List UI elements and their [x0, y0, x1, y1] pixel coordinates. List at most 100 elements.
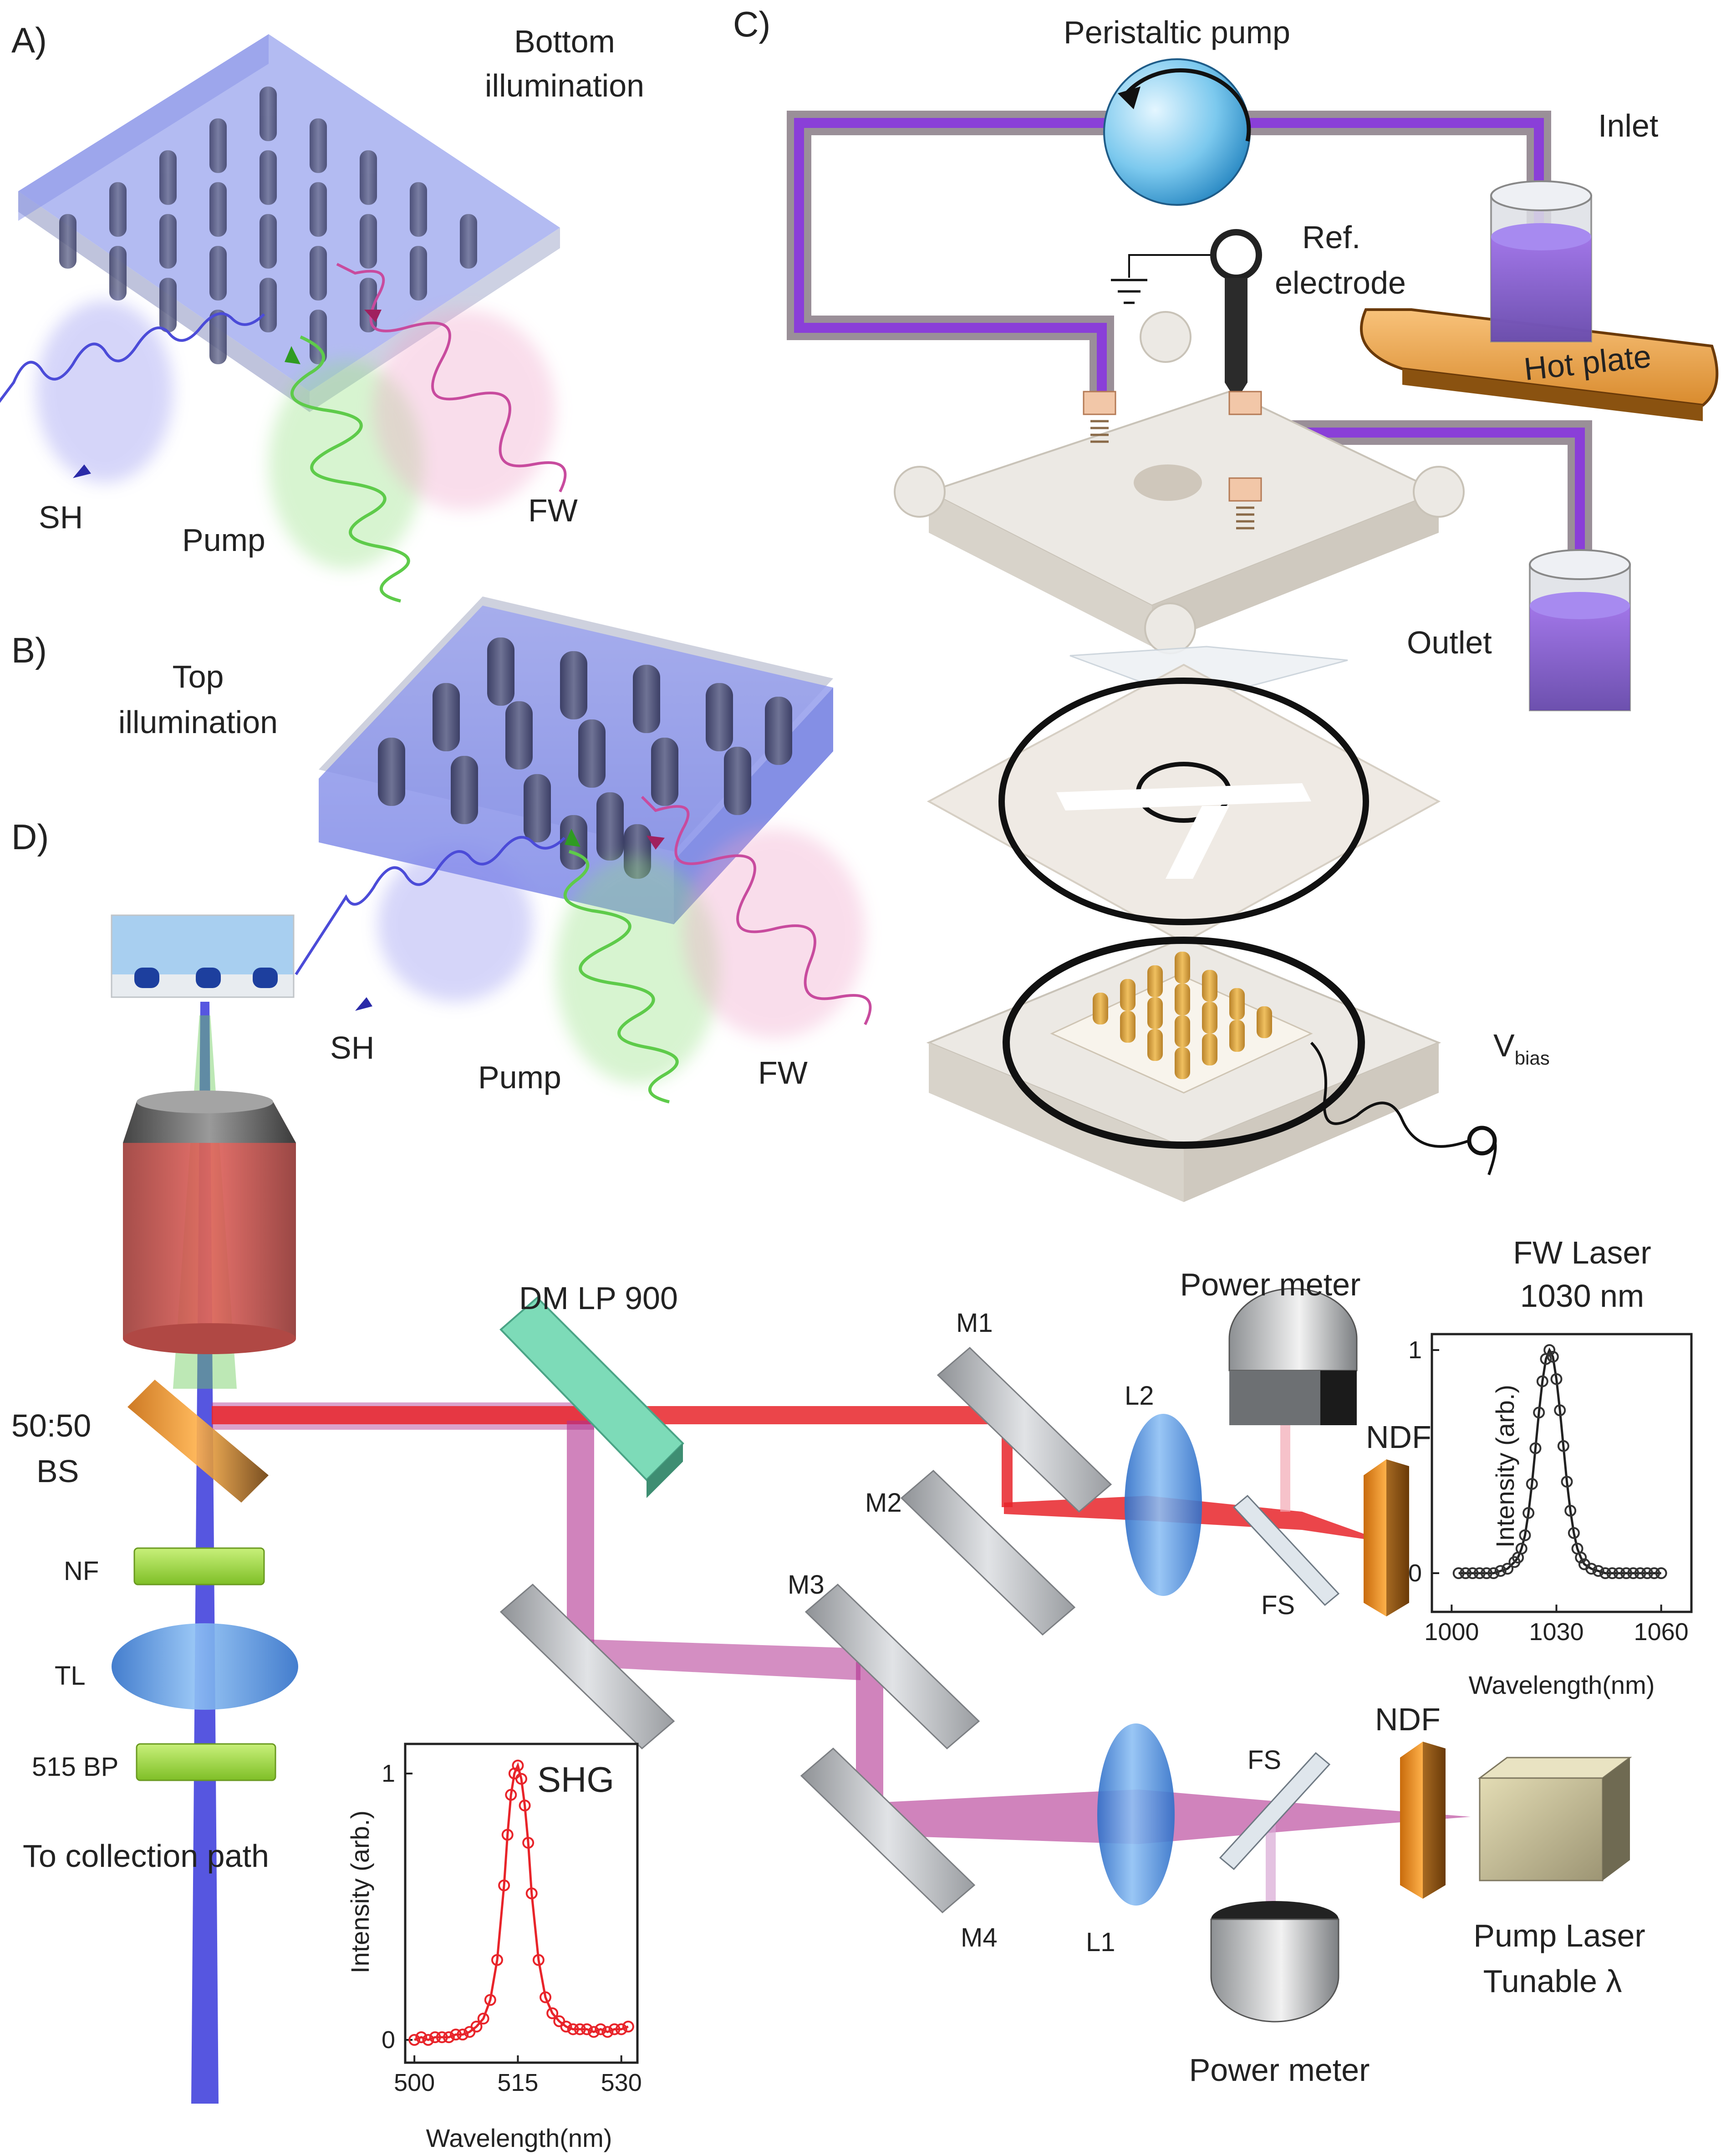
panel-c-label: C): [733, 4, 770, 44]
fw-wave-a: [336, 263, 567, 510]
fw-data-point: [1592, 1565, 1604, 1577]
mirror-m3: [804, 1583, 980, 1750]
fw-data-point: [1519, 1529, 1531, 1541]
lens-l2: [1125, 1414, 1202, 1596]
sh-label-b: SH: [330, 1030, 374, 1065]
shg-data-point: [457, 2029, 469, 2041]
m3-label: M3: [788, 1570, 825, 1600]
fw-data-point: [1599, 1567, 1611, 1579]
shg-data-point: [622, 2020, 634, 2033]
ndf-top-label: NDF: [1366, 1419, 1431, 1455]
fw-data-point: [1585, 1563, 1598, 1575]
shg-data-point: [422, 2034, 434, 2046]
fw-data-point: [1606, 1567, 1619, 1579]
bottom-illumination-title-line2: illumination: [485, 68, 644, 103]
hot-plate: [1360, 308, 1719, 421]
fw-data-point: [1536, 1375, 1548, 1387]
shg-data-point: [436, 2031, 448, 2044]
shg-data-point: [595, 2023, 607, 2035]
fw-label-a: FW: [528, 493, 578, 528]
notch-filter: [133, 1547, 265, 1585]
panel-c: C) Peristaltic pump Inlet Ref. electrode…: [733, 4, 1719, 1202]
l1-label: L1: [1086, 1927, 1115, 1957]
flow-cell-bottom-plate: [926, 937, 1497, 1202]
panel-d-label: D): [11, 817, 49, 857]
fw-data-point: [1620, 1567, 1632, 1579]
beam-splitter-50-50: [127, 1380, 269, 1503]
gold-pillar-array: [1093, 952, 1272, 1079]
panel-b: B) Top illumination: [11, 596, 872, 1104]
fw-chart-xlabel: Wavelength(nm): [1469, 1671, 1655, 1699]
power-meter-top-label: Power meter: [1180, 1267, 1361, 1302]
bandpass-filter-515: [136, 1743, 276, 1781]
fw-data-point: [1655, 1567, 1667, 1579]
fw-data-point: [1522, 1507, 1535, 1519]
fw-data-point: [1494, 1565, 1507, 1577]
power-meter-bottom-label: Power meter: [1189, 2052, 1370, 2088]
sh-wave-a: [0, 301, 265, 483]
shg-data-point: [408, 2034, 421, 2046]
fw-data-point: [1466, 1567, 1479, 1579]
fw-data-point: [1460, 1567, 1472, 1579]
peristaltic-pump-label: Peristaltic pump: [1064, 15, 1290, 50]
shg-ytick-label: 0: [382, 2026, 395, 2054]
peristaltic-pump-icon: [1103, 58, 1251, 206]
fw-data-point: [1533, 1407, 1545, 1419]
fw-data-point: [1613, 1567, 1625, 1579]
fw-data-point: [1547, 1351, 1559, 1363]
pump-label-a: Pump: [182, 522, 265, 558]
fw-data-point: [1550, 1373, 1563, 1385]
vbias-label: Vbias: [1493, 1028, 1550, 1069]
shg-data-point: [574, 2023, 586, 2035]
sh-label-a: SH: [39, 499, 83, 535]
outlet-beaker-icon: [1529, 549, 1631, 711]
sh-wave-b: [295, 836, 566, 1011]
shg-data-point: [608, 2023, 621, 2035]
shg-data-point: [567, 2023, 579, 2035]
mirror-m2: [900, 1469, 1076, 1636]
fw-data-point: [1529, 1442, 1542, 1454]
mirror-m4: [800, 1747, 976, 1914]
fw-data-point: [1554, 1404, 1566, 1417]
fw-data-point: [1526, 1478, 1538, 1490]
pillar-grid-b: [378, 637, 792, 879]
fw-data-point: [1648, 1567, 1660, 1579]
panel-d: D): [11, 817, 1693, 2152]
fs-top-label: FS: [1261, 1590, 1295, 1620]
flow-cell-gasket: [927, 646, 1441, 944]
shg-data-point: [522, 1837, 535, 1849]
shg-data-point: [615, 2023, 627, 2035]
shg-data-point: [519, 1799, 531, 1812]
fw-data-point: [1634, 1567, 1646, 1579]
mirror-m1: [937, 1346, 1112, 1513]
ndf-top: [1364, 1459, 1409, 1616]
m4-label: M4: [961, 1923, 998, 1952]
pump-wave-b: [555, 829, 719, 1104]
lens-l1: [1097, 1723, 1175, 1906]
dm-label: DM LP 900: [519, 1280, 678, 1316]
shg-ytick-label: 1: [382, 1760, 395, 1787]
shg-data-point: [532, 1954, 545, 1966]
top-illumination-title-line2: illumination: [118, 704, 278, 740]
shg-data-point: [415, 2031, 428, 2044]
pump-laser-label-line1: Pump Laser: [1473, 1918, 1645, 1953]
fw-laser-label-line1: FW Laser: [1513, 1235, 1651, 1270]
shg-data-point: [491, 1954, 503, 1966]
shg-xtick-label: 530: [601, 2069, 642, 2096]
inlet-beaker-icon: [1490, 180, 1592, 342]
shg-data-point: [560, 2020, 572, 2033]
shg-data-point: [588, 2026, 600, 2038]
fused-silica-bottom: [1219, 1752, 1331, 1871]
shg-xtick-label: 500: [394, 2069, 435, 2096]
fw-data-point: [1502, 1563, 1514, 1575]
fw-data-point: [1487, 1567, 1500, 1579]
top-illumination-title-line1: Top: [173, 659, 224, 694]
fused-silica-top: [1232, 1494, 1340, 1606]
bp-label: 515 BP: [32, 1752, 118, 1782]
dichroic-mirror: [499, 1296, 684, 1498]
fw-xtick-label: 1060: [1634, 1618, 1689, 1646]
fw-data-point: [1543, 1344, 1556, 1356]
